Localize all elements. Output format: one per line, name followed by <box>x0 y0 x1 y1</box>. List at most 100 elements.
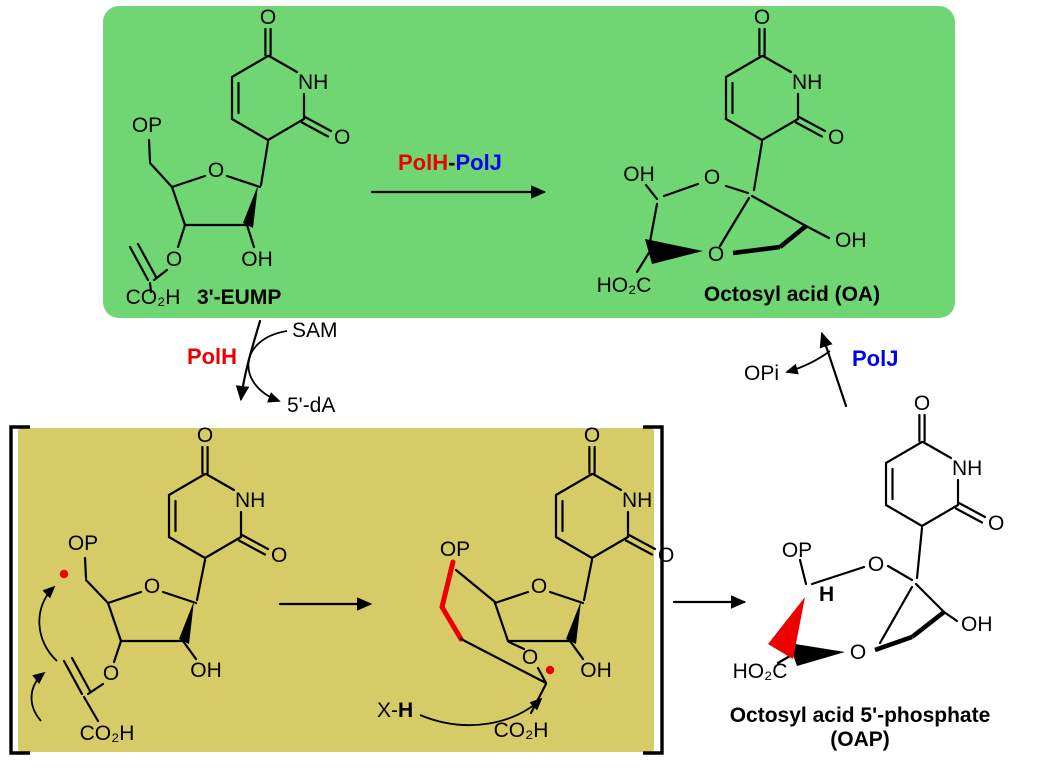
atom-label-co2h: CO₂H <box>126 286 181 309</box>
bond <box>84 578 110 605</box>
structure-radical-intermediate-2: OP OH O CO₂H X-H <box>377 422 676 742</box>
cosubstrate-arrow <box>247 330 288 403</box>
atom-label-o: O <box>868 553 884 576</box>
wedge-bond <box>789 643 845 666</box>
opi-label: OPi <box>744 362 779 385</box>
bond <box>195 558 207 602</box>
mechanism-arrow <box>419 697 543 726</box>
bond <box>62 659 84 696</box>
bond <box>83 556 88 580</box>
bond <box>148 161 174 189</box>
oap-label-line2: (OAP) <box>830 728 890 751</box>
bond <box>776 654 792 665</box>
bond <box>752 140 764 192</box>
atom-label-o: O <box>522 646 538 669</box>
polh-label: PolH <box>187 344 237 369</box>
atom-label-ho2c: HO₂C <box>733 660 788 683</box>
polh-label: PolH <box>398 150 448 175</box>
bond <box>536 666 548 685</box>
polj-label: PolJ <box>852 346 898 371</box>
wedge-bond <box>645 239 703 264</box>
yellow-panel <box>18 428 654 752</box>
bond <box>942 610 959 623</box>
atom-label-o: O <box>166 248 182 271</box>
eump-label: 3'-EUMP <box>197 286 281 309</box>
oap-label-line1: Octosyl acid 5'-phosphate <box>730 704 991 727</box>
bond <box>507 640 526 651</box>
bond <box>136 242 158 279</box>
bond <box>804 224 831 240</box>
bond <box>635 249 652 274</box>
atom-label-o: O <box>850 641 866 664</box>
green-panel <box>103 6 955 318</box>
bond <box>128 245 150 282</box>
atom-label-ho2c: HO₂C <box>597 274 652 297</box>
bond <box>181 639 198 661</box>
bond <box>582 558 594 602</box>
atom-label-op: OP <box>132 114 162 137</box>
bond <box>148 281 153 294</box>
bold-bond <box>874 634 913 653</box>
atom-label-op: OP <box>782 539 812 562</box>
bond <box>810 565 866 586</box>
bond <box>245 223 256 249</box>
bond <box>152 268 169 282</box>
bond <box>750 194 808 228</box>
atom-label-oh: OH <box>241 248 273 271</box>
structure-oap: OP H O O OH HO₂C Octosyl acid 5'-phospha… <box>730 390 1006 751</box>
atom-label-oh: OH <box>623 163 655 186</box>
bond <box>914 582 946 614</box>
bond <box>798 558 808 586</box>
right-bracket <box>643 425 664 755</box>
polh-polj-reaction-arrow: PolH-PolJ <box>370 150 547 199</box>
uracil-ring <box>884 390 1006 537</box>
bond <box>112 639 123 664</box>
atom-label-oh: OH <box>961 613 993 636</box>
new-bond-red <box>439 559 464 642</box>
new-bond-red-wedge <box>768 597 805 659</box>
bond <box>915 526 924 580</box>
bold-bond <box>732 244 781 256</box>
bond <box>724 184 750 195</box>
bond <box>454 568 497 604</box>
polh-step-arrows: SAM 5'-dA PolH <box>187 319 338 417</box>
bold-bond <box>778 224 808 249</box>
atom-label-op: OP <box>68 532 98 555</box>
bond <box>718 196 751 248</box>
dash-label: - <box>448 150 455 175</box>
atom-label-o: O <box>103 662 119 685</box>
atom-label-h: H <box>819 583 834 606</box>
bond <box>259 140 270 187</box>
xh-label: X-H <box>377 699 413 722</box>
polj-step-arrows: PolJ OPi <box>744 331 898 408</box>
atom-label-oh: OH <box>835 229 867 252</box>
enzyme-label: PolH-PolJ <box>398 150 502 175</box>
atom-label-o: O <box>704 166 720 189</box>
structure-3eump: OP OH O CO₂H 3'-EUMP <box>126 4 352 309</box>
atom-label-oh: OH <box>190 659 222 682</box>
bond <box>176 223 187 249</box>
bond <box>86 682 105 696</box>
bond <box>147 138 152 163</box>
bond <box>647 202 659 249</box>
bond <box>662 182 700 198</box>
atom-label-op: OP <box>440 538 470 561</box>
mechanism-arrow <box>30 671 46 722</box>
bond <box>644 183 659 201</box>
opi-leaving-arrow <box>785 350 831 375</box>
atom-label-oh: OH <box>580 659 612 682</box>
5da-label: 5'-dA <box>287 394 335 417</box>
bond <box>568 639 585 661</box>
bold-bond <box>910 610 946 639</box>
radical-dot <box>545 665 555 675</box>
bond <box>878 585 914 645</box>
bond <box>70 656 92 693</box>
h-label: H <box>398 699 413 722</box>
atom-label-co2h: CO₂H <box>494 719 549 742</box>
reaction-arrow-up <box>819 331 848 408</box>
bond <box>459 637 548 685</box>
left-bracket <box>9 425 30 755</box>
mechanism-arrow <box>38 585 58 662</box>
structure-radical-intermediate-1: OP OH O CO₂H <box>30 422 289 745</box>
